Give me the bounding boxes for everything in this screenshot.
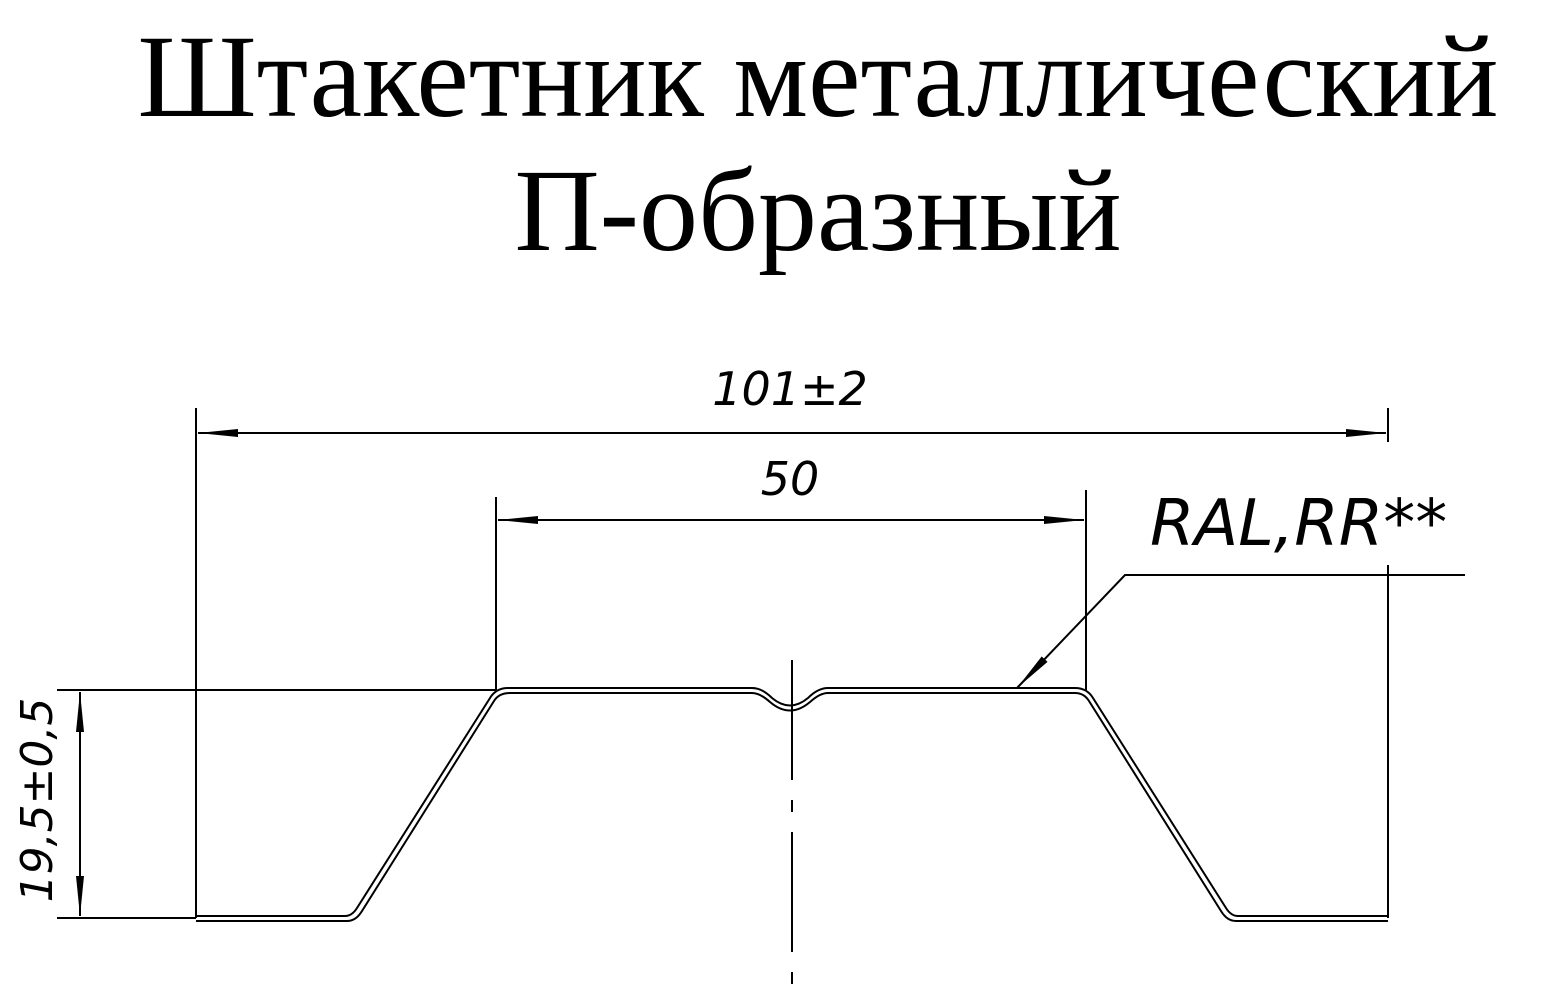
coating-callout-label: RAL,RR** (1150, 487, 1447, 561)
drawing-title-line2: П-образный (514, 145, 1122, 276)
leader-line (1016, 574, 1465, 689)
drawing-title-line1: Штакетник металлический (137, 11, 1499, 142)
dimension-total-width-label: 101±2 (712, 362, 868, 416)
picket-profile (196, 687, 1388, 922)
dimension-top-width-label: 50 (761, 452, 820, 506)
dimension-height-label: 19,5±0,5 (12, 698, 63, 903)
